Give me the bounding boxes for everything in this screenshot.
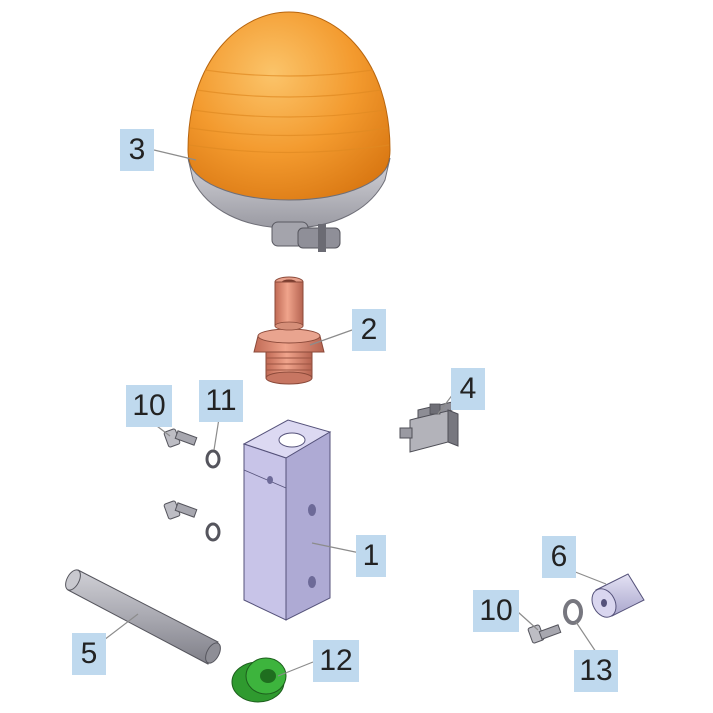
callout-10-right: 10 xyxy=(473,590,519,632)
bracket-part-1 xyxy=(242,419,332,621)
switch-part-4 xyxy=(399,401,459,453)
callout-2: 2 xyxy=(352,309,386,351)
callout-11: 11 xyxy=(199,380,243,422)
callout-4: 4 xyxy=(451,368,485,410)
callout-1: 1 xyxy=(356,535,386,577)
washer-part-11 xyxy=(205,449,221,542)
leader-lines xyxy=(103,149,607,677)
pipe-adapter-part-2 xyxy=(253,276,325,385)
washer-part-13 xyxy=(563,599,583,625)
bolt-part-10-upper xyxy=(163,428,198,448)
callout-12: 12 xyxy=(313,640,359,682)
callout-13: 13 xyxy=(574,650,618,692)
callout-3: 3 xyxy=(120,129,154,171)
bolt-part-10-lower xyxy=(163,500,198,520)
cylinder-part-6 xyxy=(591,573,645,618)
callout-6: 6 xyxy=(542,536,576,578)
bolt-part-10-right xyxy=(527,624,562,644)
callout-10-upper: 10 xyxy=(126,385,172,427)
callout-5: 5 xyxy=(72,633,106,675)
beacon-lamp-part-3 xyxy=(187,11,391,252)
gasket-part-12 xyxy=(231,657,287,703)
rod-part-5 xyxy=(65,569,221,665)
